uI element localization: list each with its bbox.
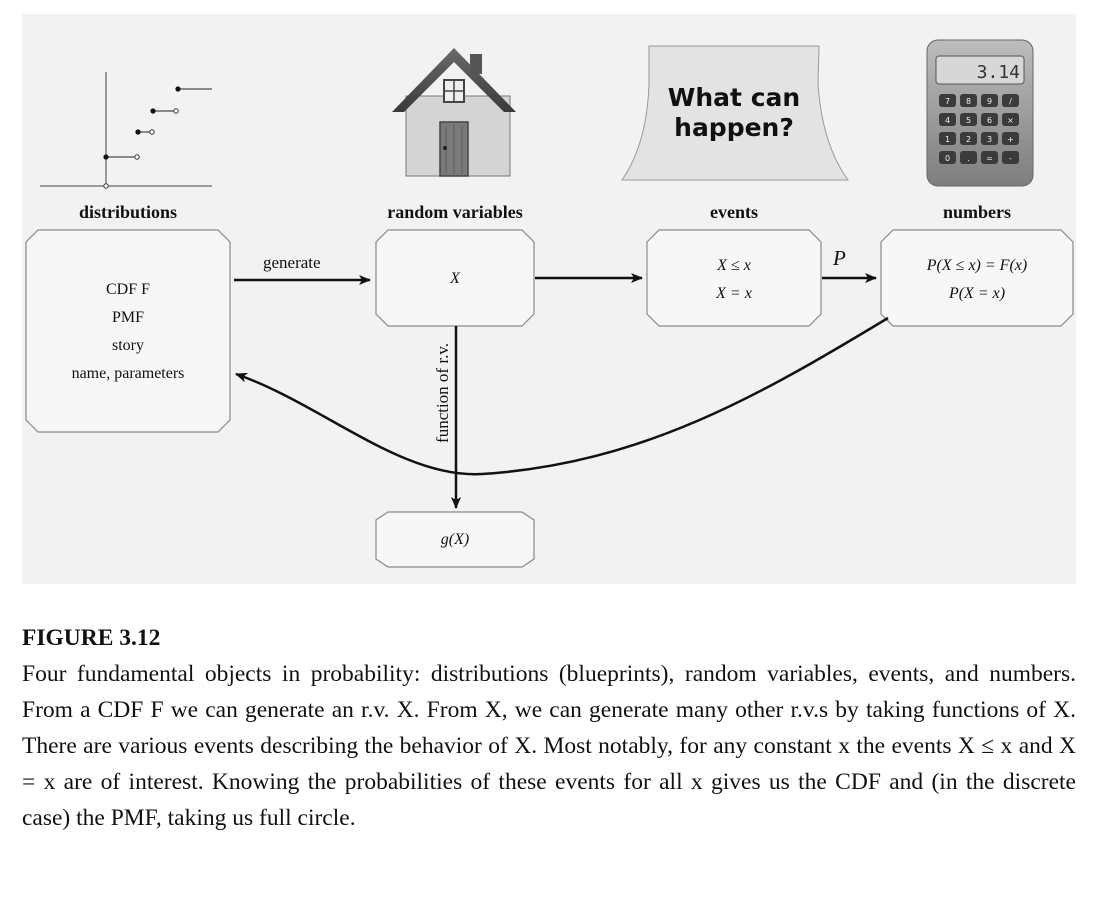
calculator-key-label: 5	[966, 116, 971, 125]
numbers-box	[880, 229, 1074, 327]
calculator-key	[960, 151, 977, 164]
distributions-box-text: CDF F PMF story name, parameters	[26, 276, 230, 388]
numbers-box-text: P(X ≤ x) = F(x) P(X = x)	[881, 252, 1073, 308]
cdf-step-plot-icon	[40, 72, 212, 189]
calculator-key-label: 0	[945, 154, 950, 163]
calculator-key-label: .	[967, 154, 970, 163]
event-equal: X = x	[716, 285, 752, 302]
random-variable-label: X	[450, 270, 460, 287]
column-label-distributions: distributions	[78, 202, 178, 222]
full-circle-arrow	[235, 316, 889, 476]
function-of-rv-label: function of r.v.	[433, 343, 452, 443]
calculator-key	[1002, 113, 1019, 126]
calculator-key	[960, 113, 977, 126]
events-box-text: X ≤ x X = x	[647, 252, 821, 308]
calculator-icon: 3.14 7 8 9 / 4 5 6 × 1 2 3 +0. = -	[926, 39, 1034, 187]
column-label-random-variables: random variables	[387, 202, 523, 222]
calculator-key	[981, 113, 998, 126]
calculator-key-label: 4	[945, 116, 950, 125]
calculator-key	[960, 94, 977, 107]
calculator-key	[960, 132, 977, 145]
distributions-item-name-parameters: name, parameters	[71, 365, 185, 382]
calculator-key	[981, 94, 998, 107]
calculator-key-label: 1	[945, 135, 950, 144]
distributions-item-pmf: PMF	[111, 309, 145, 326]
number-cdf-probability: P(X ≤ x) = F(x)	[926, 257, 1028, 274]
calculator-key	[1002, 151, 1019, 164]
function-box	[375, 511, 535, 568]
distributions-item-cdf: CDF F	[105, 281, 151, 298]
column-label-events: events	[710, 202, 758, 222]
events-box	[646, 229, 822, 327]
calculator-key	[981, 151, 998, 164]
distributions-item-story: story	[112, 337, 144, 354]
sign-text-line2: happen?	[674, 113, 794, 142]
calculator-key-label: ×	[1007, 116, 1014, 125]
generate-label: generate	[263, 253, 321, 272]
calculator-key	[939, 151, 956, 164]
calculator-key	[939, 94, 956, 107]
calculator-key-label: 3	[987, 135, 992, 144]
caption-text: Four fundamental objects in probability:…	[22, 661, 1076, 831]
calculator-key-label: -	[1009, 154, 1012, 163]
calculator-key-label: 2	[966, 135, 971, 144]
calculator-key-label: 8	[966, 97, 971, 106]
house-icon	[392, 48, 516, 177]
caption-label: FIGURE 3.12	[22, 625, 161, 651]
calculator-key-label: 6	[987, 116, 992, 125]
event-less-equal: X ≤ x	[717, 257, 751, 274]
number-pmf-probability: P(X = x)	[948, 285, 1006, 302]
figure-panel: What can happen? 3.14 7 8 9 / 4 5 6 × 1 2 3 +0. = - d…	[22, 14, 1076, 584]
calculator-key	[1002, 132, 1019, 145]
probability-label: P	[833, 246, 846, 270]
what-can-happen-sign-icon: What can happen?	[621, 45, 849, 181]
calculator-display: 3.14	[977, 62, 1020, 83]
calculator-key-label: +	[1007, 135, 1014, 144]
distributions-box	[25, 229, 231, 433]
calculator-key-label: /	[1009, 97, 1012, 106]
calculator-key-label: 9	[987, 97, 992, 106]
function-box-label: g(X)	[440, 531, 470, 548]
calculator-key	[981, 132, 998, 145]
random-variable-box	[375, 229, 535, 327]
figure-caption: FIGURE 3.12 Four fundamental objects in …	[22, 620, 1076, 836]
calculator-key-label: =	[986, 154, 993, 163]
calculator-key-label: 7	[945, 97, 950, 106]
sign-text-line1: What can	[668, 83, 800, 112]
calculator-key	[1002, 94, 1019, 107]
calculator-key	[939, 132, 956, 145]
column-label-numbers: numbers	[942, 202, 1011, 222]
calculator-key	[939, 113, 956, 126]
